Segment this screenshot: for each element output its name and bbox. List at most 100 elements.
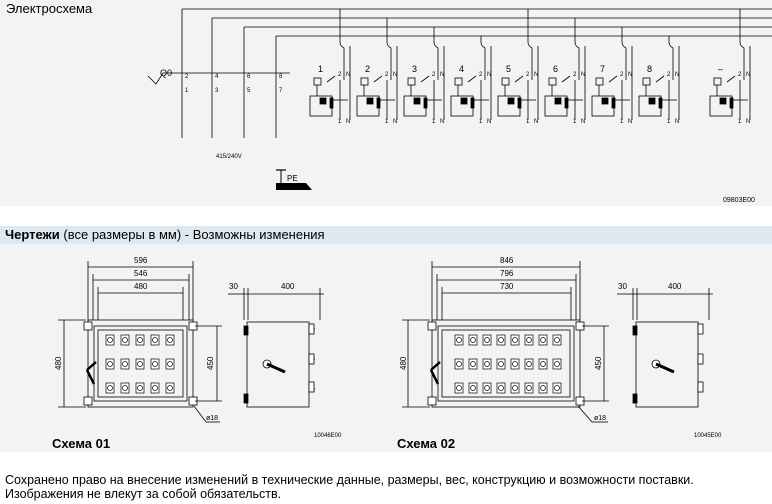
neutral-top: N [534,72,538,78]
socket [468,358,478,370]
main-terminal-top: 8 [279,74,283,80]
socket [135,382,145,394]
drawings-header-text: (все размеры в мм) - Возможны изменения [59,227,325,242]
socket [524,382,534,394]
pole-bottom: 1 [385,119,389,125]
socket [482,334,492,346]
socket [120,382,130,394]
scheme1-socket-grid [105,334,175,394]
socket [538,382,548,394]
s1-hole-dim: ø18 [206,415,218,422]
main-terminal-bottom: 3 [215,88,219,94]
circuit-block [403,27,445,120]
main-terminal-top: 2 [185,74,189,80]
circuit-block [709,9,751,120]
socket [524,334,534,346]
s1-dim-depth-400: 400 [281,282,295,291]
neutral-top: N [487,72,491,78]
circuit-block [544,18,586,120]
pole-bottom: 1 [738,119,742,125]
drawings-header: Чертежи (все размеры в мм) - Возможны из… [0,226,772,244]
socket [454,334,464,346]
socket [150,334,160,346]
disclaimer: Сохранено право на внесение изменений в … [5,473,694,501]
socket [105,334,115,346]
diagram-title: Электросхема [6,1,93,16]
scheme2-socket-grid [454,334,562,394]
circuit-block [450,36,492,120]
circuit-number: 7 [600,64,605,74]
s1-dim-width-mid: 546 [134,269,148,278]
socket [552,382,562,394]
pole-top: 2 [432,72,436,78]
scheme2-label: Схема 02 [397,436,456,451]
pole-bottom: 1 [573,119,577,125]
pole-top: 2 [526,72,530,78]
main-terminal-bottom: 1 [185,88,189,94]
circuit-block [356,18,398,120]
socket [552,334,562,346]
circuit-block [309,9,351,120]
socket [496,382,506,394]
s1-dim-depth-30: 30 [229,282,238,291]
neutral-bottom: N [393,119,397,125]
circuit-number: 5 [506,64,511,74]
socket [454,358,464,370]
socket [510,358,520,370]
main-switch-label: Q0 [160,68,172,78]
s1-ref-code: 10046E00 [314,433,342,439]
socket [468,334,478,346]
neutral-bottom: N [534,119,538,125]
s2-dim-depth-400: 400 [668,282,682,291]
circuit-number: 1 [318,64,323,74]
socket [496,358,506,370]
socket [105,358,115,370]
circuit-number: 3 [412,64,417,74]
main-terminal-top: 4 [215,74,219,80]
main-terminal-bottom: 7 [279,88,283,94]
socket [510,334,520,346]
socket [165,382,175,394]
socket [468,382,478,394]
s2-dim-depth-30: 30 [618,282,627,291]
socket [120,358,130,370]
circuit-number: – [718,64,723,74]
s1-dim-height-450: 450 [206,356,215,370]
s2-hole-dim: ø18 [594,415,606,422]
neutral-bottom: N [440,119,444,125]
socket [135,358,145,370]
circuit-number: 2 [365,64,370,74]
pe-label: PE [287,174,298,183]
pole-bottom: 1 [479,119,483,125]
s2-dim-width-mid: 796 [500,269,514,278]
s2-ref-code: 10045E00 [694,433,722,439]
neutral-bottom: N [487,119,491,125]
pole-bottom: 1 [526,119,530,125]
neutral-top: N [746,72,750,78]
main-terminal-bottom: 5 [247,88,251,94]
pole-top: 2 [479,72,483,78]
pole-bottom: 1 [338,119,342,125]
neutral-top: N [628,72,632,78]
socket [454,382,464,394]
socket [482,358,492,370]
pole-bottom: 1 [432,119,436,125]
socket [150,358,160,370]
pole-top: 2 [738,72,742,78]
socket [524,358,534,370]
s2-dim-width-inner: 730 [500,282,514,291]
disclaimer-line-1: Сохранено право на внесение изменений в … [5,473,694,487]
pole-top: 2 [620,72,624,78]
neutral-top: N [675,72,679,78]
pole-top: 2 [573,72,577,78]
voltage-label: 415/240V [216,154,242,160]
neutral-bottom: N [746,119,750,125]
neutral-top: N [393,72,397,78]
circuit-number: 6 [553,64,558,74]
socket [105,382,115,394]
pe-ground-symbol: PE [276,169,312,190]
neutral-bottom: N [346,119,350,125]
socket [165,334,175,346]
scheme1-label: Схема 01 [52,436,111,451]
